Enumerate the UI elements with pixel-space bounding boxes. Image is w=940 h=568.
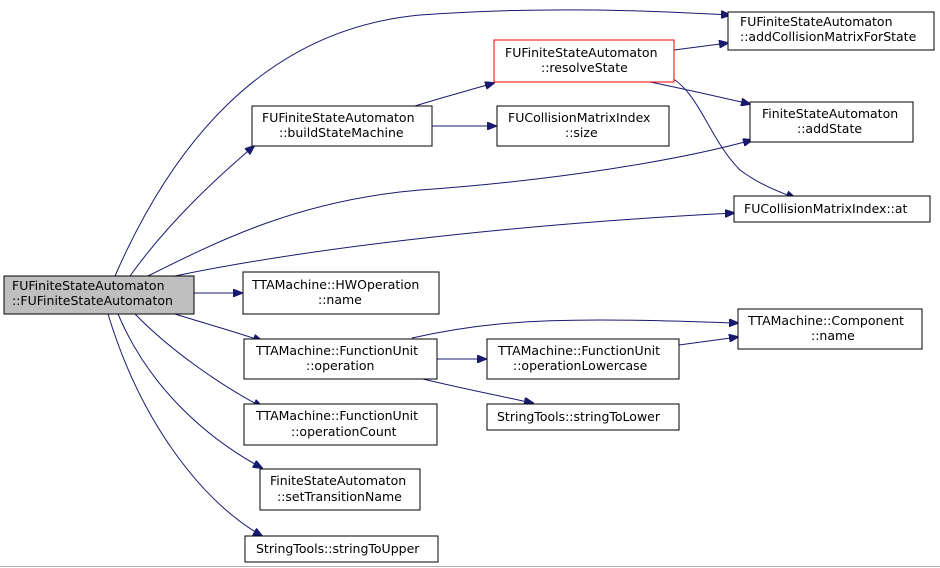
- node-addState-line1: FiniteStateAutomaton: [762, 106, 898, 121]
- node-fuOperationLowercase-line1: TTAMachine::FunctionUnit: [497, 343, 660, 358]
- edge-root-to-addCollisionMatrixForState: [114, 9, 730, 277]
- node-setTransitionName[interactable]: FiniteStateAutomaton ::setTransitionName: [259, 468, 421, 511]
- node-fuOperation[interactable]: TTAMachine::FunctionUnit ::operation: [243, 338, 438, 380]
- node-addState[interactable]: FiniteStateAutomaton ::addState: [749, 101, 914, 143]
- node-hwOpName-line2: ::name: [318, 292, 362, 307]
- node-setTransitionName-line1: FiniteStateAutomaton: [270, 473, 406, 488]
- node-componentName-line2: ::name: [811, 328, 855, 343]
- node-cmiSize-line1: FUCollisionMatrixIndex: [508, 110, 650, 125]
- edge-root-to-fuOperationCount: [134, 313, 262, 407]
- edge-resolveState-to-addCollisionMatrixForState: [673, 43, 728, 51]
- node-cmiSize-line2: ::size: [565, 125, 598, 140]
- node-componentName[interactable]: TTAMachine::Component ::name: [737, 308, 923, 350]
- node-stringToUpper[interactable]: StringTools::stringToUpper: [244, 535, 439, 563]
- node-stringToLower-line1: StringTools::stringToLower: [497, 409, 661, 424]
- node-hwOpName[interactable]: TTAMachine::HWOperation ::name: [242, 271, 440, 315]
- node-addCollisionMatrixForState[interactable]: FUFiniteStateAutomaton ::addCollisionMat…: [727, 11, 935, 51]
- edge-root-to-cmiAt: [174, 213, 734, 277]
- node-buildStateMachine[interactable]: FUFiniteStateAutomaton ::buildStateMachi…: [251, 105, 433, 147]
- node-cmiAt-line1: FUCollisionMatrixIndex::at: [744, 201, 908, 216]
- node-componentName-line1: TTAMachine::Component: [747, 313, 904, 328]
- node-root-line2: ::FUFiniteStateAutomaton: [12, 293, 173, 308]
- node-stringToLower[interactable]: StringTools::stringToLower: [486, 403, 680, 431]
- edge-resolveState-to-addState: [649, 81, 750, 104]
- edges: [107, 9, 795, 536]
- bottom-divider: [0, 566, 940, 567]
- node-cmiAt[interactable]: FUCollisionMatrixIndex::at: [733, 195, 931, 223]
- node-fuOperationCount-line2: ::operationCount: [291, 424, 397, 439]
- node-buildStateMachine-line1: FUFiniteStateAutomaton: [262, 110, 415, 125]
- edge-fuOperation-to-componentName: [411, 320, 738, 339]
- node-root[interactable]: FUFiniteStateAutomaton ::FUFiniteStateAu…: [3, 275, 195, 315]
- edge-buildStateMachine-to-resolveState: [414, 83, 494, 107]
- node-fuOperationLowercase-line2: ::operationLowercase: [513, 358, 648, 373]
- edge-root-to-stringToUpper: [107, 313, 262, 536]
- node-addCollisionMatrixForState-line2: ::addCollisionMatrixForState: [740, 29, 917, 44]
- node-cmiSize[interactable]: FUCollisionMatrixIndex ::size: [496, 105, 670, 147]
- node-stringToUpper-line1: StringTools::stringToUpper: [256, 541, 420, 556]
- edge-resolveState-to-cmiAt: [671, 77, 795, 198]
- node-fuOperationLowercase[interactable]: TTAMachine::FunctionUnit ::operationLowe…: [486, 338, 680, 380]
- edge-root-to-setTransitionName: [117, 313, 262, 468]
- nodes: FUFiniteStateAutomaton ::FUFiniteStateAu…: [3, 11, 935, 563]
- node-setTransitionName-line2: ::setTransitionName: [277, 489, 402, 504]
- node-resolveState-line2: ::resolveState: [541, 60, 628, 75]
- node-resolveState[interactable]: FUFiniteStateAutomaton ::resolveState: [493, 39, 675, 83]
- edge-root-to-buildStateMachine: [129, 146, 254, 277]
- node-addState-line2: ::addState: [797, 121, 862, 136]
- node-fuOperation-line1: TTAMachine::FunctionUnit: [255, 343, 418, 358]
- node-resolveState-line1: FUFiniteStateAutomaton: [505, 45, 658, 60]
- node-fuOperationCount-line1: TTAMachine::FunctionUnit: [255, 408, 418, 423]
- edge-root-to-fuOperation: [174, 313, 262, 341]
- node-fuOperation-line2: ::operation: [306, 358, 374, 373]
- node-root-line1: FUFiniteStateAutomaton: [12, 278, 165, 293]
- edge-root-to-addState: [147, 140, 752, 277]
- node-fuOperationCount[interactable]: TTAMachine::FunctionUnit ::operationCoun…: [243, 403, 438, 446]
- edge-fuOperation-to-stringToLower: [422, 378, 533, 403]
- edge-fuOperationLowercase-to-componentName: [678, 337, 738, 346]
- node-addCollisionMatrixForState-line1: FUFiniteStateAutomaton: [740, 14, 893, 29]
- node-buildStateMachine-line2: ::buildStateMachine: [279, 125, 404, 140]
- node-hwOpName-line1: TTAMachine::HWOperation: [251, 277, 419, 292]
